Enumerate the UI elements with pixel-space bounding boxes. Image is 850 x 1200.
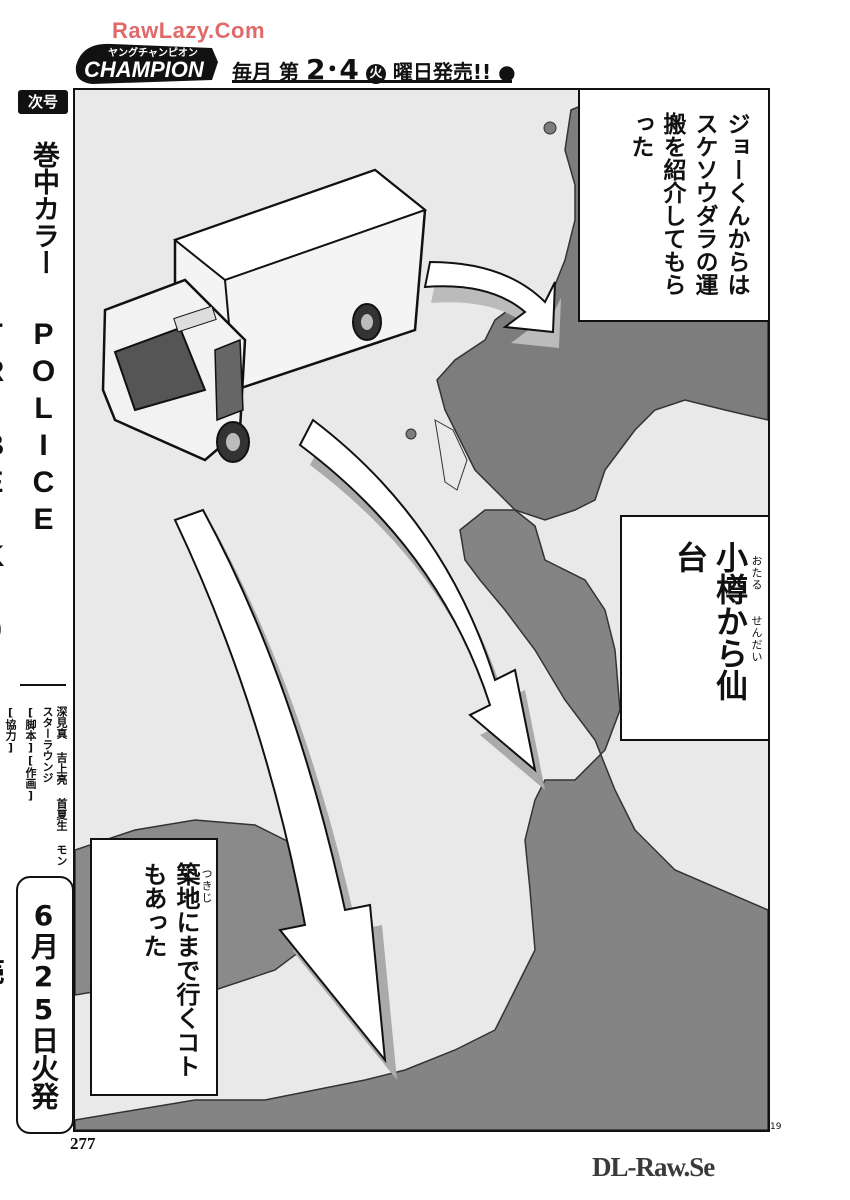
sidebar-divider — [20, 684, 66, 686]
truck-illustration — [101, 168, 428, 463]
watermark-text: RawLazy.Com — [112, 18, 266, 43]
page-number: 277 — [70, 1134, 96, 1153]
source-watermark: DL-Raw.Se — [592, 1152, 715, 1182]
logo-top-text: ヤングチャンピオン — [108, 46, 198, 59]
header-divider — [232, 80, 512, 83]
caption-box-route: 小樽から仙台 おたる せんだい — [620, 515, 770, 741]
weekday-badge: 火 — [365, 63, 386, 84]
caption-box-transport: ジョーくんからはスケソウダラの運搬を紹介してもらった — [578, 88, 770, 322]
release-date: 6月25日火発売!! — [0, 898, 60, 1110]
caption-transport-text: ジョーくんからはスケソウダラの運搬を紹介してもらった — [627, 112, 749, 296]
caption-route-text: 小樽から仙台 — [671, 541, 749, 701]
route-arrow-tsukiji — [173, 508, 397, 1080]
series-title: POLICE TRIBE K-9 — [0, 318, 60, 651]
credits-names: 深見真 吉上亮 首夏生 モンスターラウンジ — [41, 706, 68, 866]
colour-feature-label: 巻中カラー — [28, 140, 59, 276]
caption-tsukiji-ruby: つきじ — [200, 868, 213, 904]
caption-tsukiji-text: 築地にまで行くコトもあった — [139, 862, 200, 1078]
next-issue-badge: 次号 — [18, 90, 68, 114]
credits-roles: [脚本][作画][協力] — [4, 706, 37, 802]
route-arrow-small — [423, 260, 561, 348]
route-arrow-otaru-sendai — [298, 418, 545, 790]
record-dot-icon: ● — [498, 60, 516, 84]
caption-route-ruby: おたる せんだい — [750, 555, 763, 663]
logo-main-text: CHAMPION — [84, 57, 205, 82]
honshu-landmass — [75, 509, 768, 1130]
champion-logo: ヤングチャンピオン CHAMPION — [72, 36, 222, 88]
caption-box-tsukiji: 築地にまで行くコトもあった つきじ — [90, 838, 218, 1096]
panel-number: 19 — [770, 1122, 782, 1132]
